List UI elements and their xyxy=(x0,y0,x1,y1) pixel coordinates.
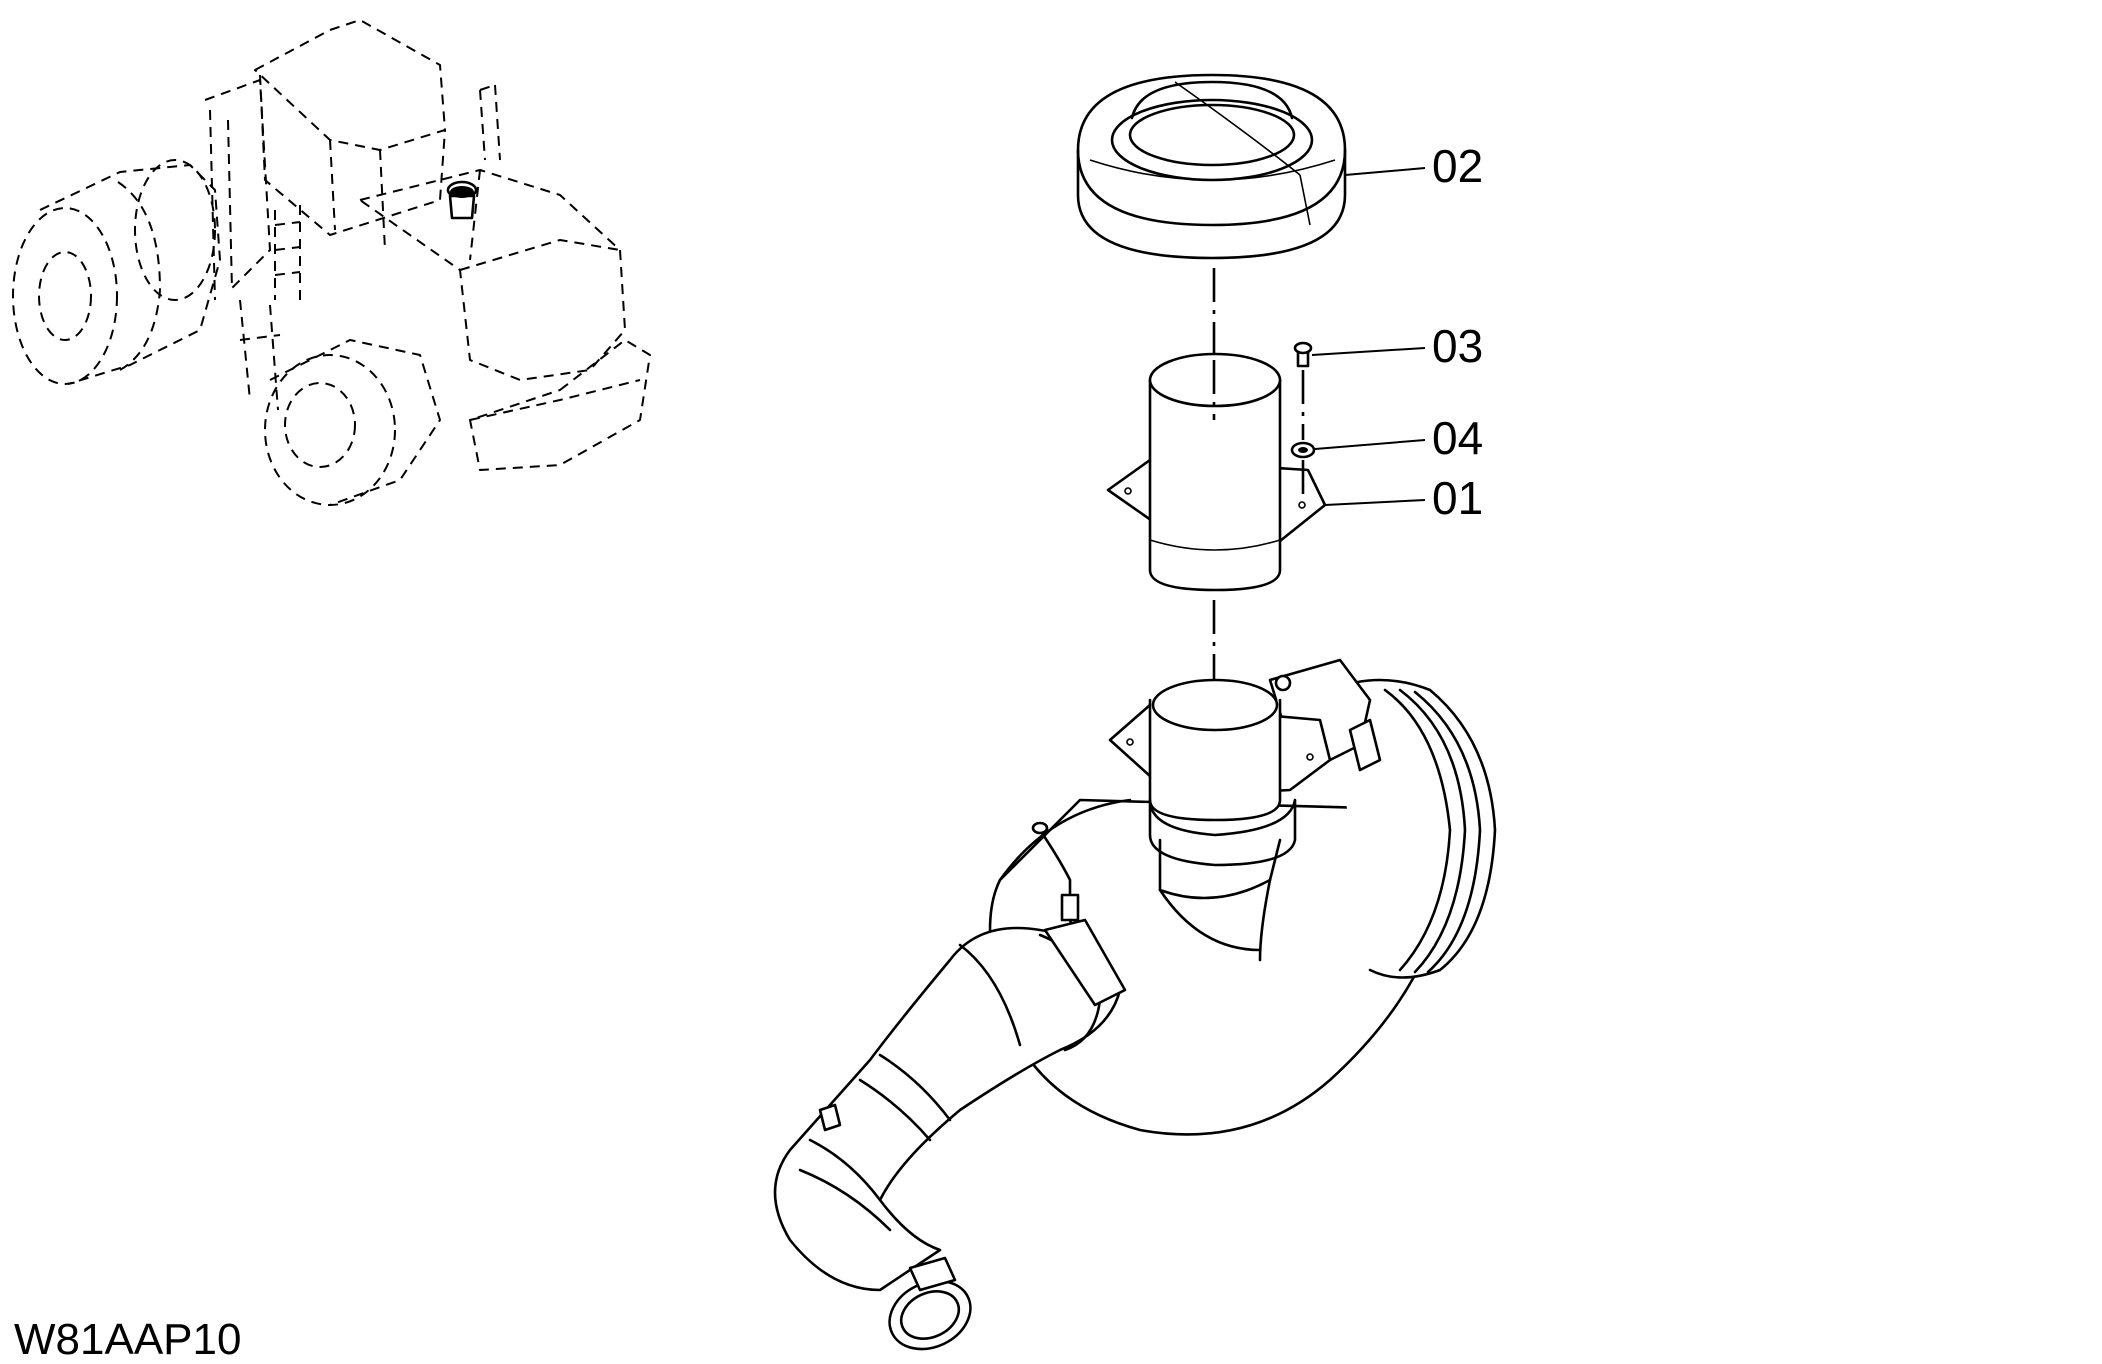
part-02-precleaner-cap xyxy=(1076,73,1347,260)
leader-04 xyxy=(1314,439,1426,450)
callout-03: 03 xyxy=(1432,320,1483,372)
leader-02 xyxy=(1344,167,1426,176)
part-03-bolt xyxy=(1293,341,1313,440)
leader-01 xyxy=(1324,499,1426,506)
machine-locator-view xyxy=(12,19,651,506)
callout-01: 01 xyxy=(1432,472,1483,524)
callouts: 02 03 04 01 xyxy=(1311,140,1483,524)
callout-02: 02 xyxy=(1432,140,1483,192)
drawing-code: W81AAP10 xyxy=(14,1315,242,1364)
leader-03 xyxy=(1311,347,1426,356)
part-01-adapter-tube xyxy=(1106,352,1327,592)
part-04-washer xyxy=(1290,441,1316,496)
callout-04: 04 xyxy=(1432,412,1483,464)
air-cleaner-assembly xyxy=(773,658,1497,1351)
